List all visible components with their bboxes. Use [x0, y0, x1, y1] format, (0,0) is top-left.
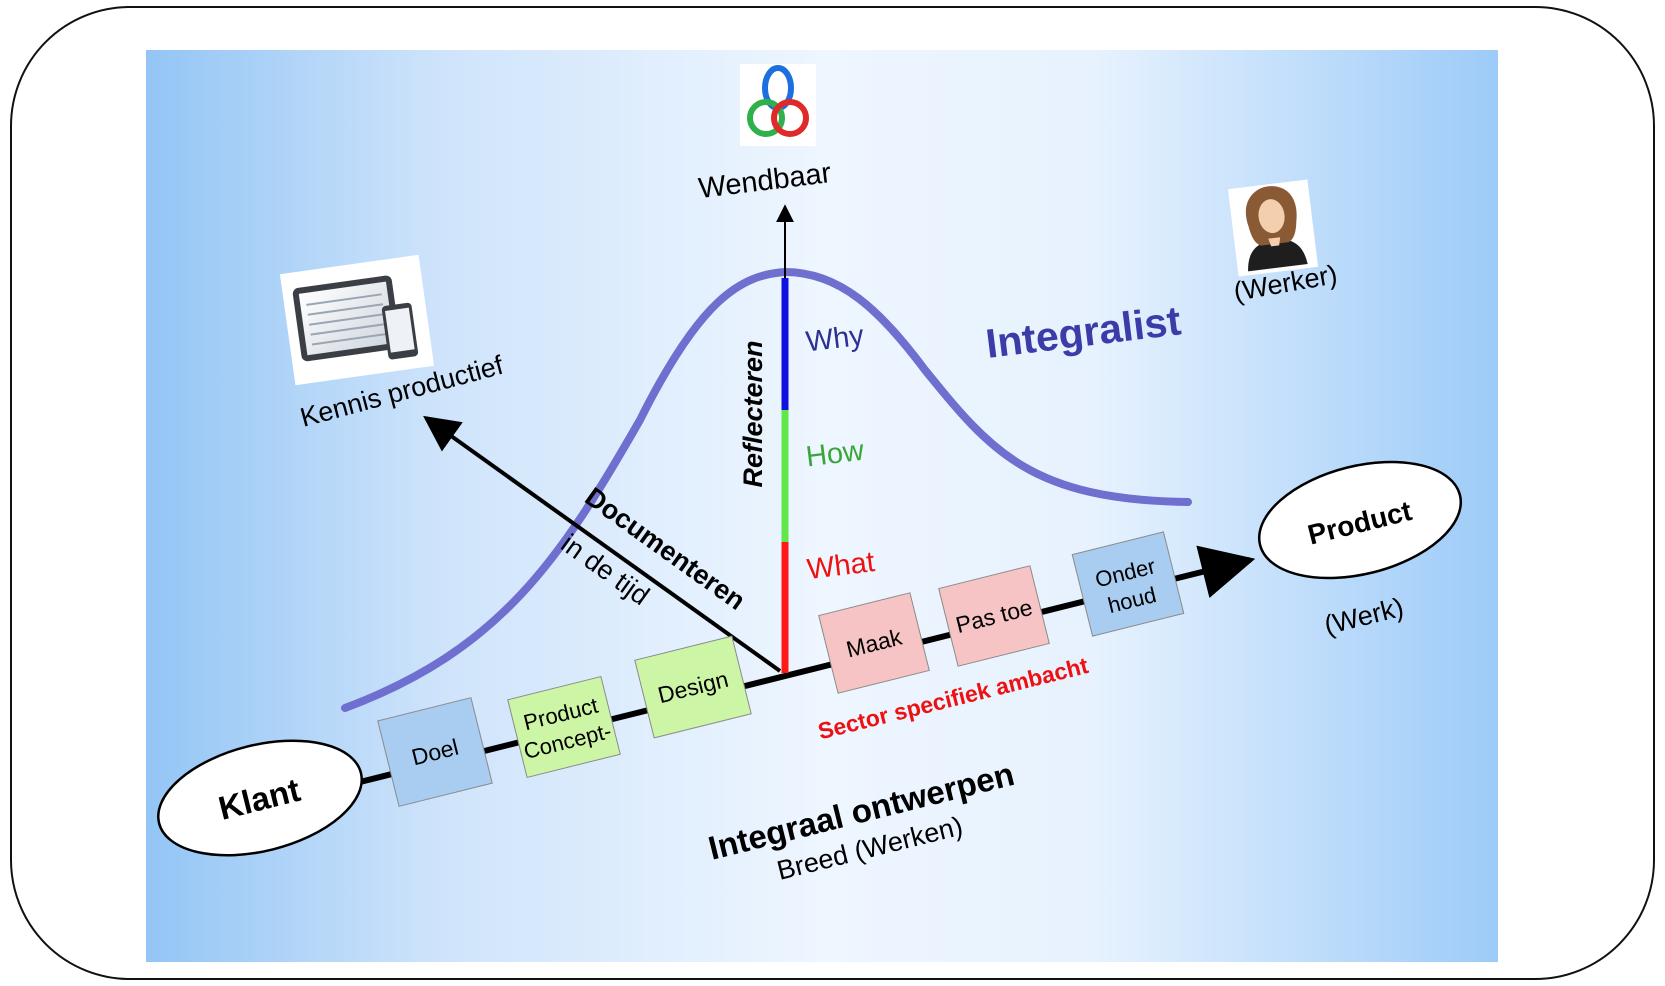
product-node: Product: [1257, 460, 1463, 580]
step-pas-toe: Pas toe: [938, 565, 1050, 667]
woman-avatar-icon: [1227, 179, 1319, 277]
step-maak: Maak: [818, 592, 930, 694]
wendbaar-label: Wendbaar: [697, 157, 834, 205]
integralist-label: Integralist: [983, 297, 1183, 367]
bell-curve: [341, 267, 1192, 712]
step-onderhoud: Onder houd: [1071, 531, 1185, 637]
documenteren-label: Documenteren: [580, 481, 751, 615]
step-product-concept: Product Concept-: [507, 675, 621, 779]
borromean-rings-icon: [740, 64, 816, 146]
klant-node: Klant: [157, 739, 363, 857]
reflect-label: Reflecteren: [738, 340, 768, 487]
step-design: Design: [634, 635, 752, 739]
documenteren-arrow: [423, 415, 782, 673]
what-label: What: [805, 546, 876, 586]
product-sub: (Werk): [1321, 592, 1406, 641]
step-doel: Doel: [377, 697, 493, 807]
how-label: How: [804, 435, 867, 474]
why-label: Why: [804, 320, 866, 359]
tablet-devices-icon: [279, 254, 435, 386]
